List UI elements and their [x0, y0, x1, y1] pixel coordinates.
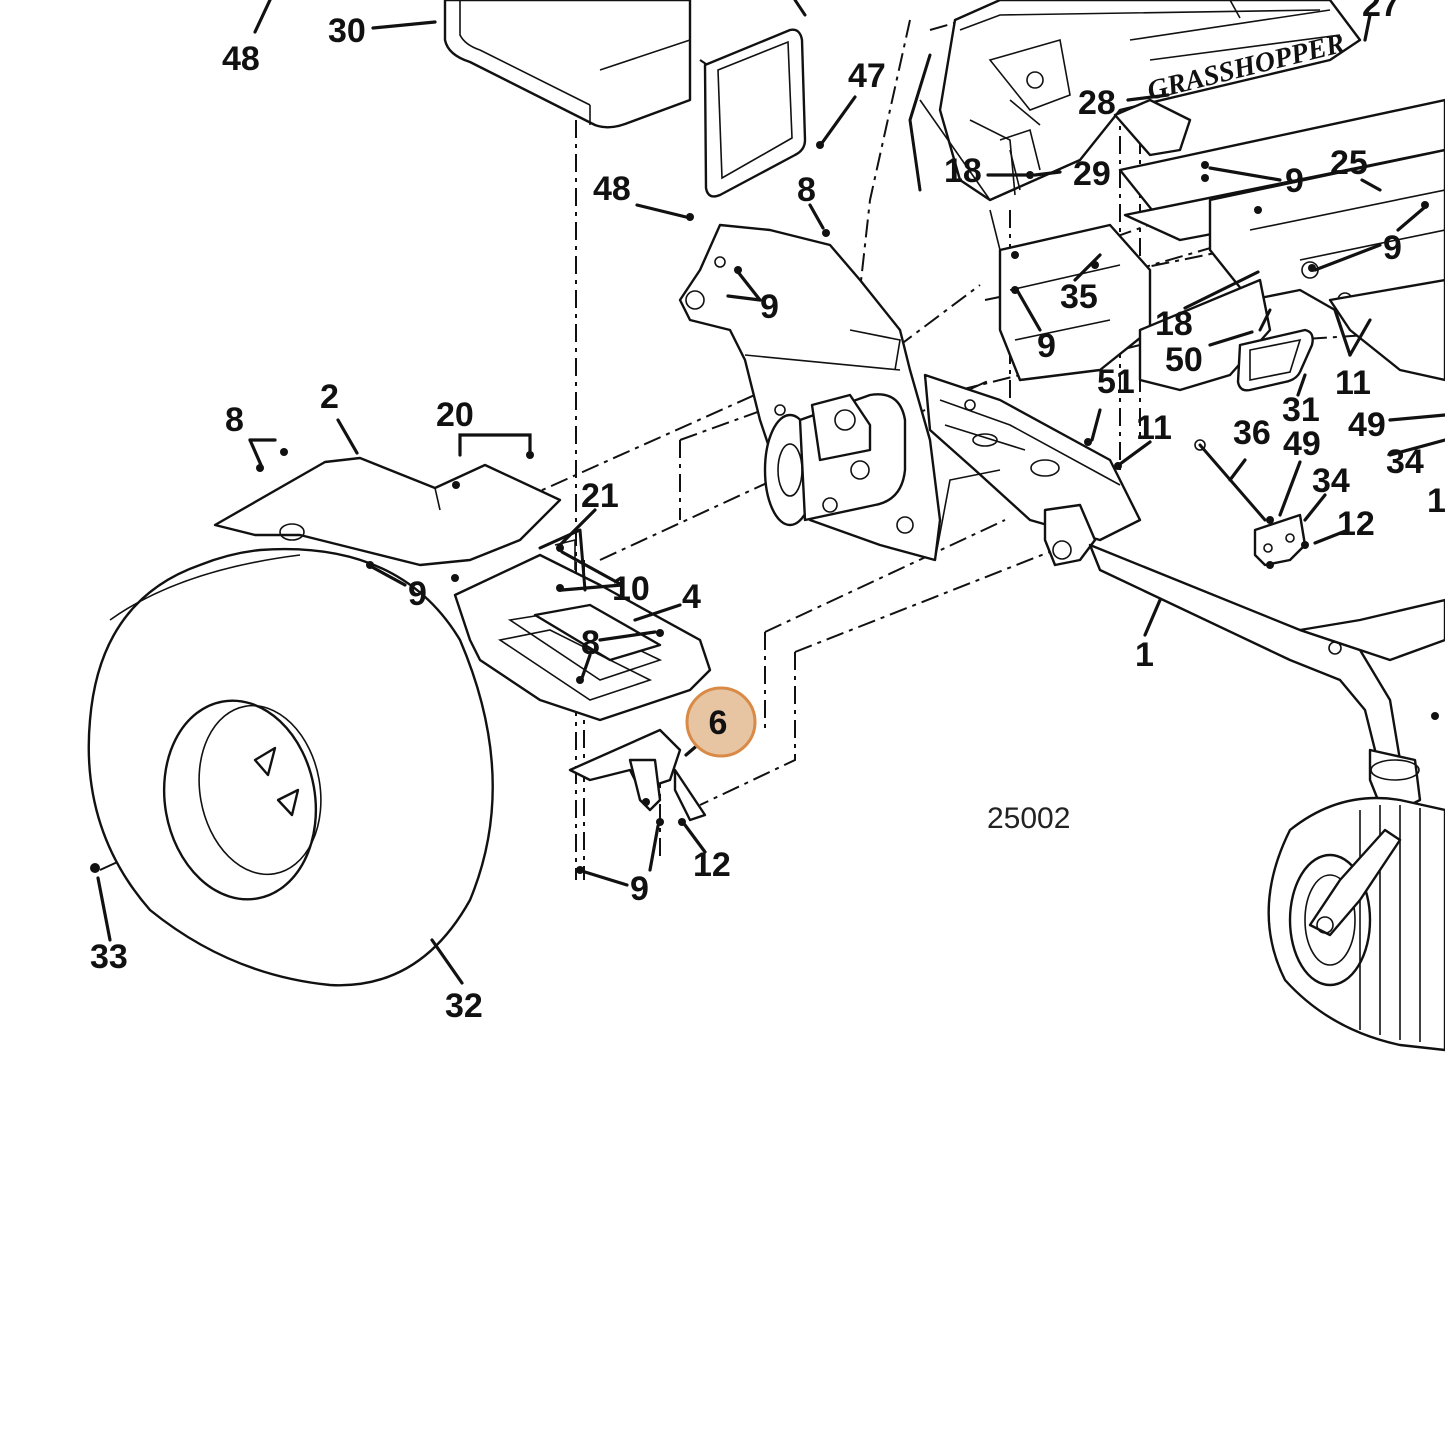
callout-21: 21: [581, 477, 619, 515]
battery-box: [443, 0, 692, 129]
callout-4: 4: [682, 578, 701, 616]
highlight-label[interactable]: 6: [709, 704, 728, 742]
frame-assembly: [923, 98, 1445, 837]
highlight-circle[interactable]: [685, 686, 757, 758]
callout-34: 34: [1312, 462, 1350, 500]
callout-32: 32: [445, 987, 483, 1025]
callout-18: 18: [1155, 305, 1193, 343]
hold-down-bracket: [703, 0, 807, 198]
callout-2: 2: [320, 378, 339, 416]
callout-25: 25: [1330, 144, 1368, 182]
callout-12: 12: [693, 846, 731, 884]
callout-33: 33: [90, 938, 128, 976]
callout-9: 9: [630, 870, 649, 908]
callout-49: 49: [1283, 425, 1321, 463]
drawing-number: 25002: [987, 802, 1070, 835]
fender: [213, 456, 562, 567]
callout-11: 11: [1136, 409, 1172, 447]
callout-28: 28: [1078, 84, 1116, 122]
caster-bracket: [1194, 439, 1307, 567]
callout-49: 49: [1348, 406, 1386, 444]
callout-35: 35: [1060, 278, 1098, 316]
callout-12: 12: [1337, 505, 1375, 543]
callout-34: 34: [1386, 443, 1424, 481]
callout-18: 18: [944, 152, 982, 190]
callout-9: 9: [1383, 229, 1402, 267]
callout-51: 51: [1097, 363, 1135, 401]
callout-30: 30: [328, 12, 366, 50]
callout-36: 36: [1233, 414, 1271, 452]
callout-47: 47: [848, 57, 886, 95]
callout-9: 9: [1285, 162, 1304, 200]
callout-11: 11: [1335, 364, 1371, 402]
callout-8: 8: [797, 171, 816, 209]
callout-9: 9: [1037, 327, 1056, 365]
floor-plate: [453, 528, 712, 822]
callout-labels: 48 30 47 48 8 28 27 18 29 9 25 9 9 35 18…: [90, 0, 1445, 1025]
callout-48: 48: [593, 170, 631, 208]
callout-10: 10: [612, 570, 650, 608]
leader-lines: [96, 0, 1445, 985]
callout-31: 31: [1282, 391, 1320, 429]
callout-8: 8: [225, 401, 244, 439]
callout-20: 20: [436, 396, 474, 434]
callout-9: 9: [408, 575, 427, 613]
callout-50: 50: [1165, 341, 1203, 379]
highlighted-callout[interactable]: 6: [685, 686, 757, 758]
callout-1: 1: [1427, 482, 1445, 520]
callout-27: 27: [1362, 0, 1400, 24]
hydraulic-pump: [763, 393, 907, 527]
rear-tire: [87, 547, 494, 987]
callout-1: 1: [1135, 636, 1154, 674]
callout-9: 9: [760, 288, 779, 326]
callout-29: 29: [1073, 155, 1111, 193]
callout-8: 8: [581, 624, 600, 662]
front-caster-wheel: [1267, 796, 1445, 1052]
callout-48: 48: [222, 40, 260, 78]
